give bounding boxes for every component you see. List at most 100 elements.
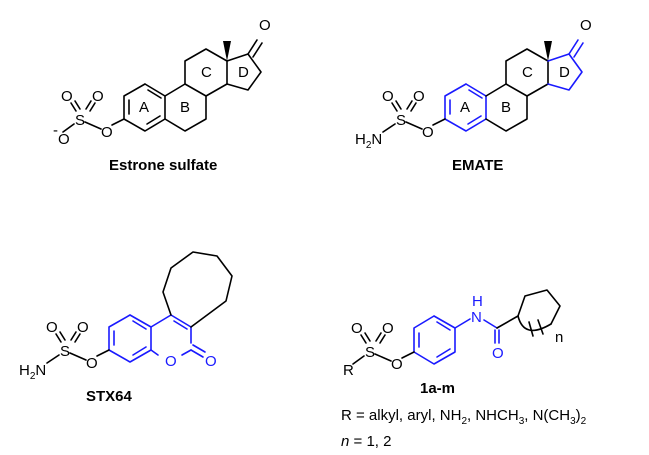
- keto-bond: [568, 39, 579, 55]
- sulfur-label: S: [60, 343, 70, 360]
- keto-oxygen-label: O: [580, 17, 592, 34]
- o-link-label: O: [391, 356, 403, 373]
- s-double-o-bond: [74, 333, 81, 343]
- s-double-o-bond: [410, 102, 417, 112]
- benzene-ring-bonds: [413, 315, 456, 365]
- ring-b-bonds: [485, 83, 528, 132]
- r-group-label: R: [343, 362, 354, 379]
- ring-expansion-bracket: [528, 321, 534, 337]
- cyclopentane-ring-bonds: [517, 289, 561, 325]
- amine-label: H2N: [355, 131, 382, 151]
- s-double-o-bond: [375, 332, 382, 342]
- carbonyl-bond: [192, 344, 206, 353]
- sulfonyl-oxygen-1-label: O: [61, 88, 73, 105]
- negative-charge-label: -: [53, 122, 58, 139]
- emate-structure: O O S O O H2N A B C D EMATE: [355, 17, 592, 174]
- ring-b-bonds: [164, 83, 207, 132]
- ring-a-label: A: [139, 99, 149, 116]
- ring-b-label: B: [501, 99, 511, 116]
- ring-d-label: D: [238, 64, 249, 81]
- o-link-bond: [96, 349, 110, 357]
- ring-a-inner-bond: [467, 115, 482, 125]
- s-double-o-bond: [59, 331, 66, 341]
- ring-a-label: A: [460, 99, 470, 116]
- s-double-o-bond: [395, 100, 402, 110]
- s-r-bond: [352, 355, 365, 365]
- amine-label: H2N: [19, 362, 46, 382]
- ring-oxygen-label: O: [165, 353, 177, 370]
- o-link-bond: [111, 118, 125, 126]
- s-double-o-bond: [391, 102, 398, 112]
- s-double-o-bond: [89, 102, 96, 112]
- amide-nitrogen-label: N: [471, 309, 482, 326]
- s-n-bond: [382, 123, 396, 133]
- sulfur-label: S: [365, 344, 375, 361]
- amide-hydrogen-label: H: [472, 293, 483, 310]
- s-double-o-bond: [70, 331, 77, 341]
- s-double-o-bond: [379, 334, 386, 344]
- s-double-o-bond: [360, 334, 367, 344]
- ring-b-label: B: [180, 99, 190, 116]
- s-double-o-bond: [74, 100, 81, 110]
- ring-expansion-bracket: [537, 319, 544, 335]
- ring-d-bonds: [226, 53, 262, 91]
- lactone-ring-bonds: [150, 314, 192, 344]
- estrone-sulfate-caption: Estrone sulfate: [109, 157, 217, 174]
- ring-c-bonds: [505, 48, 549, 97]
- s-double-o-bond: [406, 100, 413, 110]
- ring-c-bonds: [184, 48, 228, 97]
- s-double-o-bond: [55, 333, 62, 343]
- c-ring-bond: [496, 315, 519, 329]
- sulfonyl-oxygen-1-label: O: [351, 320, 363, 337]
- ring-a-inner-bond: [146, 115, 161, 125]
- emate-caption: EMATE: [452, 157, 503, 174]
- stx64-caption: STX64: [86, 388, 133, 405]
- series-1am-structure: O S O O R N H O n 1a-m R = alkyl, aryl, …: [341, 289, 587, 450]
- s-o-bond: [69, 352, 87, 361]
- o-link-label: O: [101, 124, 113, 141]
- ring-a-inner-bond: [468, 89, 483, 99]
- n-definition: n = 1, 2: [341, 433, 391, 450]
- c-n-bond: [454, 318, 471, 329]
- s-double-o-bond: [364, 332, 371, 342]
- benzene-inner-bond: [436, 348, 451, 358]
- sulfonyl-oxygen-2-label: O: [413, 88, 425, 105]
- sulfonyl-oxygen-1-label: O: [46, 319, 58, 336]
- n-c-bond: [483, 319, 498, 329]
- sulfonyl-oxygen-2-label: O: [77, 319, 89, 336]
- stx64-structure: O O O S O O H2N STX64: [19, 251, 233, 405]
- s-o-bond: [84, 121, 102, 130]
- lactone-double-bond: [173, 320, 188, 330]
- lactone-ring-bonds: [181, 349, 192, 356]
- s-double-o-bond: [70, 102, 77, 112]
- o-link-label: O: [86, 355, 98, 372]
- series-1am-caption: 1a-m: [420, 380, 455, 397]
- estrone-sulfate-structure: O O S O O O - A B C D Estrone sulfate: [53, 17, 271, 174]
- s-o-bond: [405, 121, 423, 130]
- cycloheptane-ring-bonds: [162, 251, 233, 328]
- carbonyl-bond: [190, 349, 204, 358]
- sulfonyl-oxygen-1-label: O: [382, 88, 394, 105]
- ring-d-label: D: [559, 64, 570, 81]
- sulfonyl-oxygen-2-label: O: [92, 88, 104, 105]
- keto-bond: [247, 39, 258, 55]
- methyl-wedge: [544, 41, 552, 61]
- s-o-bond: [374, 353, 392, 362]
- keto-oxygen-label: O: [259, 17, 271, 34]
- sulfur-label: S: [75, 112, 85, 129]
- ring-a-inner-bond: [147, 89, 162, 99]
- s-o-minus-bond: [62, 123, 75, 133]
- ring-size-n-label: n: [555, 329, 563, 346]
- benzene-inner-bond: [436, 321, 451, 331]
- keto-bond: [252, 42, 263, 58]
- keto-bond: [573, 42, 584, 58]
- o-link-bond: [401, 351, 415, 359]
- ring-d-bonds: [547, 53, 583, 91]
- sulfonyl-oxygen-2-label: O: [382, 320, 394, 337]
- s-n-bond: [46, 354, 60, 364]
- benzene-inner-bond: [132, 346, 147, 356]
- benzene-ring-bonds: [108, 314, 152, 363]
- s-double-o-bond: [85, 100, 92, 110]
- ring-c-label: C: [522, 64, 533, 81]
